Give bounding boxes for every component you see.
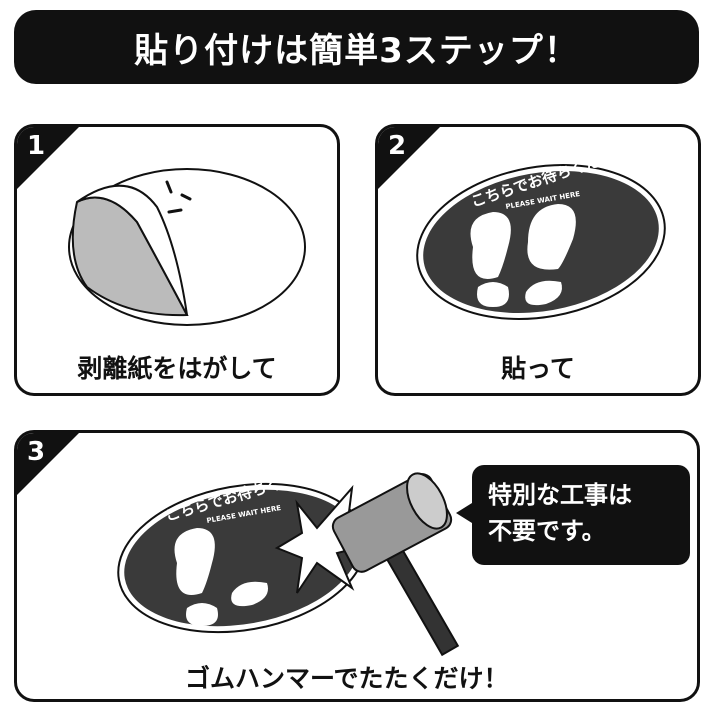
speech-bubble: 特別な工事は 不要です。 [456,465,690,565]
step-1-panel: 1 剥離紙をはがして [14,124,340,396]
page-title: 貼り付けは簡単3ステップ！ [14,10,699,84]
step-1-caption: 剥離紙をはがして [77,354,277,383]
hammer-tapping-illustration: こちらでお待ちく PLEASE WAIT HERE [117,472,460,657]
step-2-panel: 2 こちらでお待ちください PLEASE WAIT HERE 貼って [375,124,701,396]
step-3-caption: ゴムハンマーでたたくだけ！ [185,664,509,693]
step-number: 2 [388,131,407,161]
bubble-line-2: 不要です。 [488,517,606,545]
step-number: 3 [27,437,46,467]
step-2-caption: 貼って [501,354,575,383]
step-number: 1 [27,131,46,161]
peeling-sticker-illustration [68,168,306,326]
step-number-badge [17,433,79,495]
bubble-line-1: 特別な工事は [488,481,632,509]
step-number-badge [378,127,440,189]
floor-sticker-illustration: こちらでお待ちください PLEASE WAIT HERE [416,143,666,320]
step-number-badge [17,127,79,189]
